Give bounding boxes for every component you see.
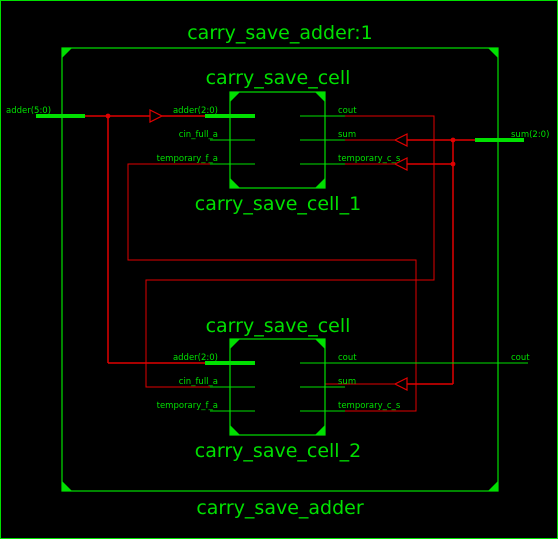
tcs-junction-dot: [450, 161, 456, 167]
top-module-title: carry_save_adder:1: [187, 22, 373, 44]
cell-1-pin-adder: adder(2:0): [173, 106, 218, 116]
top-module-block[interactable]: [61, 47, 499, 492]
port-adder[interactable]: adder(5:0): [6, 106, 85, 118]
cell-2-pin-sum: sum: [338, 377, 356, 387]
net-tfa1-to-tcs2[interactable]: [127, 163, 417, 412]
cell-2[interactable]: carry_save_cell carry_save_cell_2 adder(…: [157, 315, 401, 462]
adder-junction-dot: [105, 113, 111, 119]
cell-2-pin-cin: cin_full_a: [179, 377, 218, 387]
top-module-name: carry_save_adder: [196, 497, 364, 519]
cell-1-corner-bl: [230, 178, 240, 188]
sum-junction-dot: [450, 137, 456, 143]
cell-1-corner-tr: [315, 92, 325, 102]
top-module-outline: [61, 47, 499, 492]
cell-1-pin-sum: sum: [338, 130, 356, 140]
cell-1-pin-cout: cout: [338, 106, 357, 116]
cell-1-pin-tfa: temporary_f_a: [157, 154, 218, 164]
cell-2-pin-tfa: temporary_f_a: [157, 401, 218, 411]
nets: [85, 109, 475, 412]
top-module-corner-tl: [62, 48, 72, 58]
port-sum-label: sum(2:0): [511, 130, 549, 140]
cell-2-instance: carry_save_cell_2: [195, 440, 361, 462]
cell-2-pin-tcs: temporary_c_s: [338, 401, 401, 411]
cell-1-type: carry_save_cell: [206, 67, 351, 89]
port-cout-label: cout: [511, 353, 530, 363]
top-module-corner-br: [488, 481, 498, 491]
cell-1-corner-br: [315, 178, 325, 188]
port-cout[interactable]: cout: [325, 353, 530, 364]
sum-buffer-icon: [393, 133, 408, 147]
top-module-corner-bl: [62, 481, 72, 491]
sum2-buffer-icon: [393, 377, 408, 391]
cell-2-corner-bl: [230, 425, 240, 435]
adder-buffer-icon: [149, 109, 164, 123]
cell-1-pin-tcs: temporary_c_s: [338, 154, 401, 164]
net-cout1-to-cin2[interactable]: [145, 115, 435, 388]
port-adder-label: adder(5:0): [6, 106, 51, 116]
cell-1-pin-cin: cin_full_a: [179, 130, 218, 140]
top-module-corner-tr: [488, 48, 498, 58]
tcs-buffer-icon: [393, 157, 408, 171]
cell-2-corner-br: [315, 425, 325, 435]
cell-2-type: carry_save_cell: [206, 315, 351, 337]
cell-2-pin-cout: cout: [338, 353, 357, 363]
cell-2-corner-tl: [230, 339, 240, 349]
cell-2-corner-tr: [315, 339, 325, 349]
cell-1-corner-tl: [230, 92, 240, 102]
cell-2-pin-adder: adder(2:0): [173, 353, 218, 363]
cell-1[interactable]: carry_save_cell carry_save_cell_1 adder(…: [157, 67, 401, 215]
port-sum[interactable]: sum(2:0): [475, 130, 549, 142]
cell-1-instance: carry_save_cell_1: [195, 193, 361, 215]
